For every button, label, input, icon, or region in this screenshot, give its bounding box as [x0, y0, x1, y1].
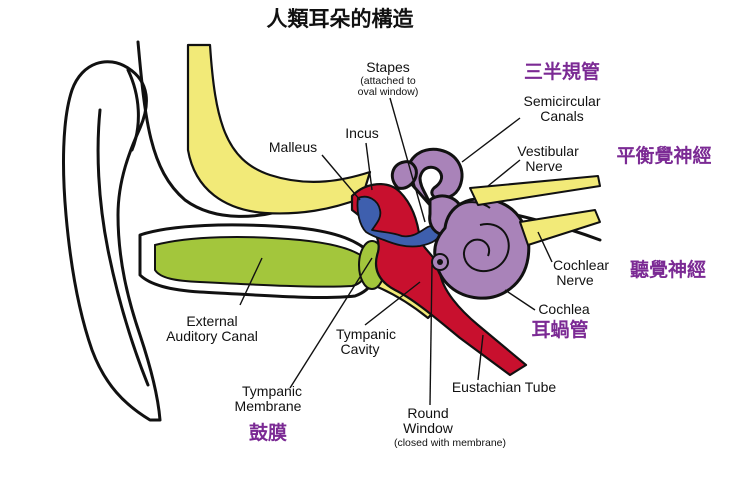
label-round-window-1: Round — [407, 405, 448, 421]
pointer-semicircular — [461, 117, 521, 163]
temporal-bone — [186, 43, 372, 215]
label-stapes: Stapes — [366, 59, 410, 75]
label-incus: Incus — [345, 125, 378, 141]
label-tympanic-membrane-1: Tympanic — [242, 383, 302, 399]
pointer-eustachian — [477, 334, 484, 381]
label-eustachian-tube: Eustachian Tube — [452, 379, 557, 395]
label-cochlear-nerve-1: Cochlear — [553, 257, 609, 273]
zh-label-cochlear-nerve: 聽覺神經 — [630, 258, 706, 281]
external-auditory-canal — [138, 223, 386, 299]
pointer-malleus — [321, 154, 361, 201]
label-stapes-note-1: (attached to — [360, 75, 416, 87]
label-tympanic-cavity-1: Tympanic — [336, 326, 396, 342]
pointer-cochlear-nerve — [537, 231, 553, 263]
cochlear-nerve-shape — [519, 209, 601, 246]
label-tympanic-cavity-2: Cavity — [341, 341, 380, 357]
label-vestibular-1: Vestibular — [517, 143, 579, 159]
pointer-incus — [365, 142, 373, 191]
pointer-vestibular — [487, 159, 521, 187]
pointer-tympanic-membrane — [289, 257, 373, 389]
tympanic-cavity-shape — [350, 183, 528, 377]
label-stapes-note-2: oval window) — [358, 86, 419, 98]
label-cochlear-nerve-2: Nerve — [556, 272, 594, 288]
label-tympanic-membrane-2: Membrane — [235, 398, 302, 414]
diagram-title: 人類耳朵的構造 — [267, 7, 415, 31]
label-round-window-2: Window — [403, 420, 454, 436]
label-external-canal-1: External — [186, 313, 237, 329]
label-cochlea: Cochlea — [538, 301, 590, 317]
label-semicircular-2: Canals — [540, 108, 584, 124]
label-external-canal-2: Auditory Canal — [166, 328, 258, 344]
pointer-lines — [239, 97, 553, 406]
zh-label-tympanic-membrane: 鼓膜 — [249, 421, 287, 444]
zh-label-semicircular: 三半規管 — [524, 60, 600, 83]
label-malleus: Malleus — [269, 139, 317, 155]
pointer-round-window — [429, 264, 433, 406]
pointer-tympanic-cavity — [364, 281, 421, 326]
pointer-external-canal — [239, 257, 263, 306]
pinna — [62, 60, 162, 422]
pointer-cochlea — [504, 289, 536, 311]
label-round-window-note: (closed with membrane) — [394, 437, 506, 449]
label-semicircular-1: Semicircular — [523, 93, 600, 109]
zh-label-cochlea: 耳蝸管 — [531, 318, 588, 341]
pointer-stapes — [389, 97, 426, 223]
zh-label-vestibular-nerve: 平衡覺神經 — [616, 144, 711, 167]
label-vestibular-2: Nerve — [525, 158, 563, 174]
vestibular-nerve-shape — [469, 175, 601, 206]
